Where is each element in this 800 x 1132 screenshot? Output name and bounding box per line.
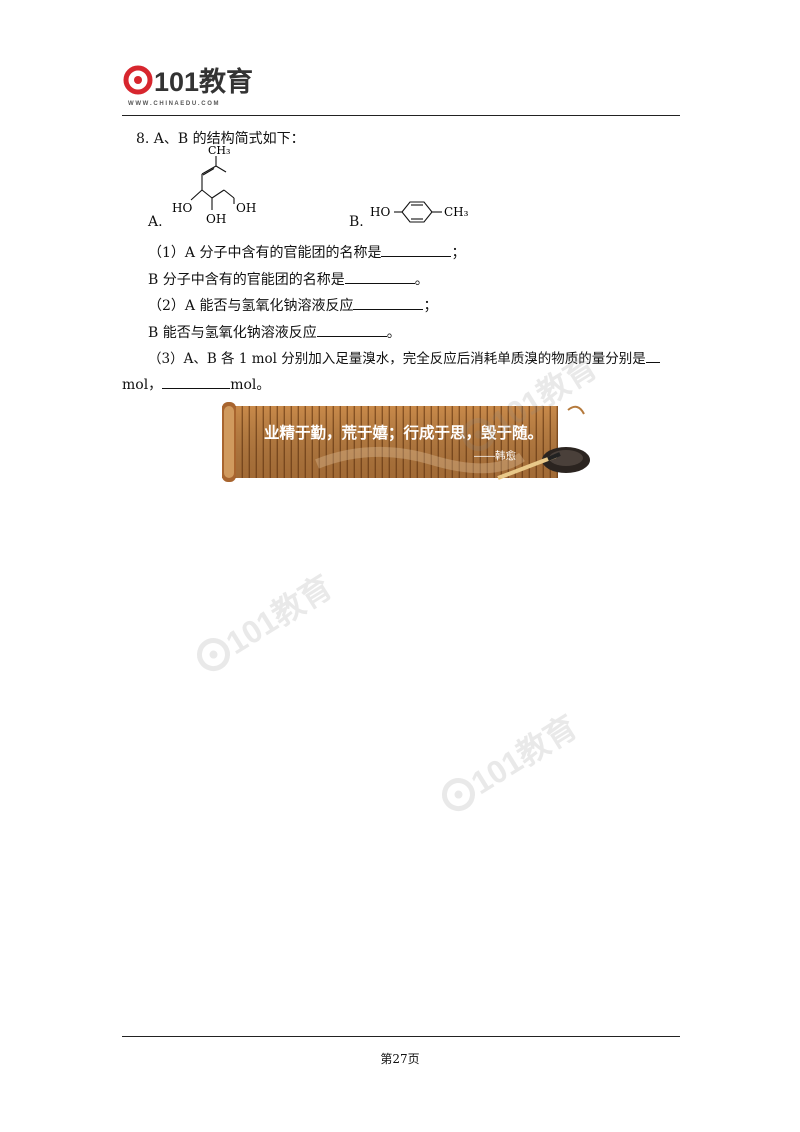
structure-a-oh-right: OH (236, 201, 256, 215)
watermark-3: 101教育 (440, 340, 620, 460)
logo-url: W W W . C H I N A E D U . C O M (128, 101, 219, 107)
answer-blank-2a[interactable] (353, 295, 424, 310)
watermark-3-text: 101教育 (485, 348, 604, 441)
question-2b-text: B 能否与氢氧化钠溶液反应 (148, 325, 317, 341)
watermark-logo-icon: 101教育 (461, 348, 604, 452)
answer-blank-1a[interactable] (381, 242, 452, 257)
question-3-cont: mol， mol。 (122, 374, 270, 394)
structure-b-diagram: HO CH₃ (370, 201, 469, 223)
question-1a-end: ； (451, 245, 466, 261)
watermark-logo-icon: 101教育 (196, 568, 339, 672)
structure-b: HO CH₃ (350, 198, 480, 228)
structure-a: CH₃ HO OH OH (150, 140, 270, 235)
question-1b-end: 。 (414, 272, 429, 288)
structure-a-label: A. (148, 214, 163, 230)
logo-text: 101教育 (154, 66, 252, 97)
question-intro: 8. A、B 的结构简式如下： (136, 131, 305, 147)
structure-b-ch3: CH₃ (444, 205, 469, 219)
question-2a: （2）A 能否与氢氧化钠溶液反应 ； (148, 295, 437, 315)
quote-banner: 业精于勤，荒于嬉；行成于思，毁于随。 ——韩愈 (222, 402, 592, 482)
question-1b-text: B 分子中含有的官能团的名称是 (148, 272, 345, 288)
watermark-1: 101教育 (175, 560, 355, 680)
structure-a-oh-mid: OH (206, 212, 226, 226)
question-1b: B 分子中含有的官能团的名称是 。 (148, 269, 429, 289)
question-3-unit2: mol。 (230, 377, 271, 393)
brand-logo: 101教育 W W W . C H I N A E D U . C O M (122, 62, 253, 108)
structure-a-diagram: CH₃ HO OH OH (172, 144, 256, 226)
question-2b: B 能否与氢氧化钠溶液反应 。 (148, 322, 401, 342)
structure-a-ch3: CH₃ (208, 144, 230, 157)
watermark-2-text: 101教育 (465, 708, 584, 801)
answer-blank-3a[interactable] (645, 348, 660, 363)
watermark-logo-icon: 101教育 (441, 708, 584, 812)
answer-blank-2b[interactable] (316, 322, 387, 337)
question-3: （3）A、B 各 1 mol 分别加入足量溴水，完全反应后消耗单质溴的物质的量分… (148, 348, 660, 368)
structure-b-label: B. (349, 214, 364, 230)
question-2a-end: ； (423, 298, 438, 314)
bamboo-scroll-icon: 业精于勤，荒于嬉；行成于思，毁于随。 ——韩愈 (222, 402, 590, 482)
structure-b-ho: HO (370, 205, 390, 219)
watermark-2: 101教育 (420, 700, 600, 820)
answer-blank-1b[interactable] (344, 269, 415, 284)
banner-quote: 业精于勤，荒于嬉；行成于思，毁于随。 (264, 423, 543, 442)
footer-divider (122, 1036, 680, 1037)
page-number: 第27页 (380, 1052, 420, 1066)
question-2b-end: 。 (386, 325, 401, 341)
question-1a: （1）A 分子中含有的官能团的名称是 ； (148, 242, 465, 262)
watermark-1-text: 101教育 (220, 568, 339, 661)
logo-mark-icon: 101教育 W W W . C H I N A E D U . C O M (123, 65, 253, 107)
question-1a-text: （1）A 分子中含有的官能团的名称是 (148, 245, 382, 261)
structure-a-oh-left: HO (172, 201, 192, 215)
banner-author: ——韩愈 (474, 449, 516, 462)
answer-blank-3b[interactable] (162, 374, 231, 389)
question-3-unit1: mol， (122, 377, 163, 393)
header-divider (122, 115, 680, 116)
question-2a-text: （2）A 能否与氢氧化钠溶液反应 (148, 298, 354, 314)
question-3-text: （3）A、B 各 1 mol 分别加入足量溴水，完全反应后消耗单质溴的物质的量分… (148, 351, 646, 367)
